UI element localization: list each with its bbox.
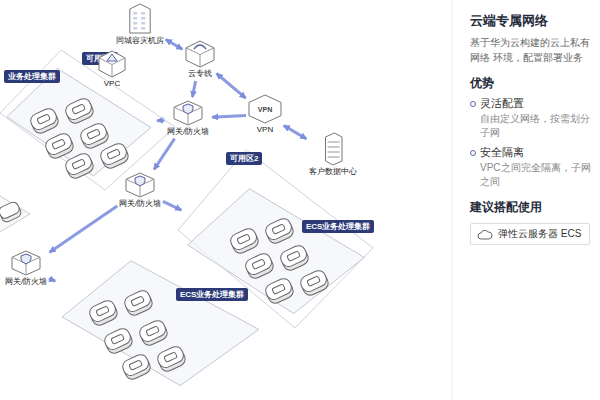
availability-zone: 可用区1业务处理集群 (0, 50, 175, 190)
connector-arrow (50, 206, 118, 252)
vpc-icon (98, 50, 126, 78)
server-cluster: 业务处理集群 (4, 70, 154, 182)
panel-divider (452, 0, 453, 400)
icon-box: VPN (248, 94, 282, 124)
panel-row: 自由定义网络，按需划分子网 (470, 112, 596, 140)
icon-box (11, 250, 41, 276)
zone-tag: ECS业务处理集群 (302, 220, 374, 233)
vpn-node: VPN VPN (248, 94, 282, 135)
connector-arrow (217, 73, 246, 98)
section-heading: 优势 (470, 75, 596, 91)
zone-tag: ECS业务处理集群 (176, 288, 248, 301)
panel-row: 优势 (470, 75, 596, 91)
backup-site: 同城容灾机房 (116, 3, 164, 46)
node-label: 网关/防火墙 (119, 199, 161, 209)
bullet-dot (470, 101, 476, 107)
product-button: 弹性云服务器 ECS (470, 223, 590, 245)
direct-connect: 云专线 (185, 40, 215, 79)
panel-row: 灵活配置 (470, 96, 596, 111)
zone-tag: 业务处理集群 (4, 70, 60, 83)
offscreen-cluster (0, 196, 30, 232)
icon-box (185, 40, 215, 68)
gateway-firewall: 网关/防火墙 (119, 172, 161, 209)
icon-box (98, 50, 126, 78)
gateway-firewall: 网关/防火墙 (5, 250, 47, 287)
panel-title: 云端专属网络 (470, 12, 596, 30)
panel-row: 基于华为云构建的云上私有网络 环境，配置部署业务 (470, 35, 596, 65)
node-label: VPN (257, 125, 273, 135)
panel-row: 安全隔离 (470, 145, 596, 160)
node-label: 客户数据中心 (309, 167, 357, 177)
panel-row: 建议搭配使用 (470, 199, 596, 215)
building-icon (123, 3, 157, 35)
cluster-outline (4, 70, 154, 182)
panel-text: VPC之间完全隔离，子网之间 (480, 161, 596, 189)
connector-arrow (284, 126, 307, 139)
cloud-icon (477, 229, 493, 240)
connector-arrow (49, 278, 55, 281)
connector-arrow (212, 115, 246, 117)
zone-tag: 可用区2 (226, 152, 262, 165)
panel-text: 安全隔离 (480, 145, 596, 160)
line-icon (185, 40, 215, 68)
server-cluster: ECS业务处理集群 (58, 262, 263, 392)
node-label: 网关/防火墙 (167, 127, 209, 137)
icon-box (173, 100, 203, 126)
icon-box (125, 172, 155, 198)
bullet-dot (470, 150, 476, 156)
icon-text: VPN (257, 106, 273, 114)
vpc-node: VPC (98, 50, 126, 89)
panel-text: 灵活配置 (480, 96, 596, 111)
panel-row: VPC之间完全隔离，子网之间 (470, 161, 596, 189)
gateway-icon (125, 172, 155, 198)
cluster-outline (58, 262, 263, 392)
button-label: 弹性云服务器 ECS (498, 227, 581, 241)
panel-text: 基于华为云构建的云上私有网络 环境，配置部署业务 (470, 35, 596, 65)
connector-arrow (163, 201, 181, 210)
icon-box (123, 3, 157, 35)
info-panel: 云端专属网络基于华为云构建的云上私有网络 环境，配置部署业务优势灵活配置自由定义… (470, 12, 596, 215)
icon-box (318, 132, 348, 166)
node-label: 云专线 (188, 69, 212, 79)
node-label: 网关/防火墙 (5, 277, 47, 287)
node-label: VPC (104, 79, 120, 89)
server-icon (318, 132, 348, 166)
connector-arrow (166, 40, 183, 50)
section-heading: 建议搭配使用 (470, 199, 596, 215)
gateway-icon (11, 250, 41, 276)
gateway-icon (173, 100, 203, 126)
connector-arrow (192, 81, 195, 97)
customer-datacenter: 客户数据中心 (309, 132, 357, 177)
node-label: 同城容灾机房 (116, 36, 164, 46)
gateway-firewall: 网关/防火墙 (167, 100, 209, 137)
panel-text: 自由定义网络，按需划分子网 (480, 112, 596, 140)
